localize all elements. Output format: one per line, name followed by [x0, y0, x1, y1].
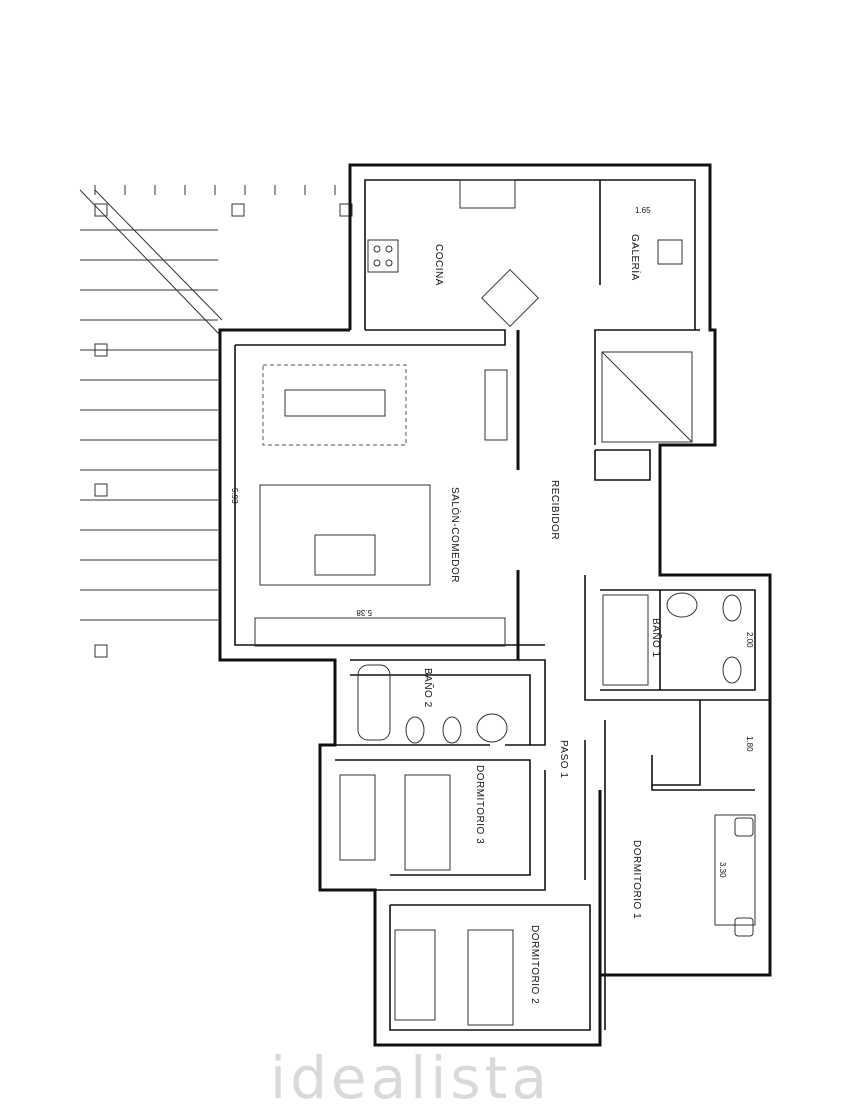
watermark: idealista — [270, 1044, 551, 1109]
dim-bano-1: 2.00 — [745, 632, 754, 648]
nightstand — [734, 917, 754, 937]
label-bano-1: BAÑO 1 — [650, 618, 663, 658]
bidet — [722, 656, 742, 684]
bidet-2 — [405, 716, 425, 744]
room-labels: COCINA GALERÍA SALÓN-COMEDOR RECIBIDOR B… — [422, 234, 663, 1004]
washbasin — [666, 592, 698, 618]
shower — [602, 594, 649, 686]
cabinet — [254, 617, 506, 647]
fireplace — [484, 369, 508, 441]
dim-galeria: 1.65 — [635, 206, 651, 215]
dim-salon-length: 5.38 — [356, 608, 372, 617]
kitchen-sink — [459, 179, 516, 209]
label-recibidor: RECIBIDOR — [549, 480, 560, 540]
bathtub — [357, 664, 391, 741]
dim-dormitorio-1: 3.30 — [718, 862, 727, 878]
staircase — [601, 351, 693, 443]
label-paso-1: PASO 1 — [558, 740, 569, 778]
stove — [367, 239, 399, 273]
sofa-set — [259, 484, 431, 586]
label-bano-2: BAÑO 2 — [422, 668, 435, 708]
wardrobe-3 — [339, 774, 376, 861]
dining-area — [262, 364, 407, 446]
bed-2 — [467, 929, 514, 1026]
label-cocina: COCINA — [433, 244, 444, 286]
dim-salon-width: 5.93 — [230, 488, 239, 504]
wardrobe-2 — [394, 929, 436, 1021]
bed-3 — [404, 774, 451, 871]
label-galeria: GALERÍA — [629, 234, 642, 281]
dimensions: 1.65 5.93 5.38 2.00 1.80 3.30 — [230, 206, 754, 878]
toilet — [722, 594, 742, 622]
toilet-2 — [442, 716, 462, 744]
washbasin-2 — [476, 713, 508, 743]
dim-paso: 1.80 — [745, 736, 754, 752]
kitchen-table — [481, 269, 539, 327]
walls — [218, 163, 772, 1047]
label-dormitorio-2: DORMITORIO 2 — [529, 925, 540, 1004]
galeria-sink — [657, 239, 683, 265]
dining-table — [284, 389, 386, 417]
label-dormitorio-3: DORMITORIO 3 — [474, 765, 485, 844]
furniture — [254, 179, 756, 1026]
label-salon-comedor: SALÓN-COMEDOR — [449, 487, 462, 583]
nightstand — [734, 817, 754, 837]
pergola — [79, 185, 353, 658]
coffee-table — [314, 534, 376, 576]
label-dormitorio-1: DORMITORIO 1 — [631, 840, 642, 919]
